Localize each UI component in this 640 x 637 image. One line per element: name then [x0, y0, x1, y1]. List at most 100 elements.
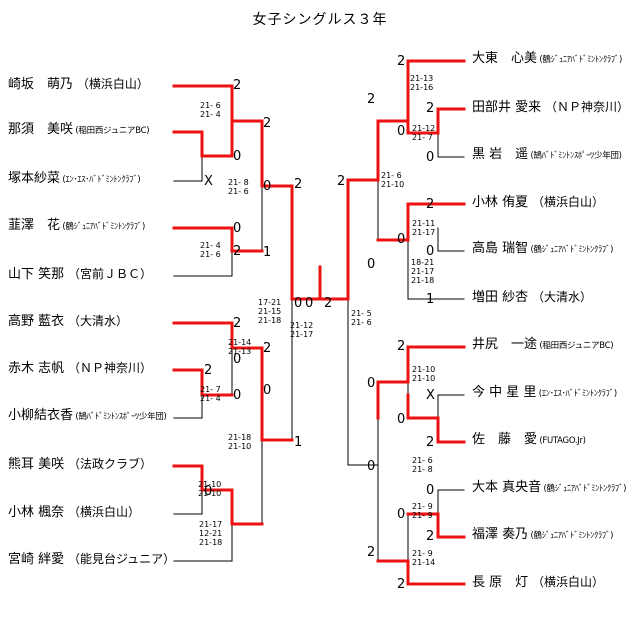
player-club: (鵠ﾊﾞﾄﾞﾐﾝﾄﾝｽﾎﾟｰﾂ少年団) [73, 412, 167, 422]
match-score: 21-10 21-10 [412, 365, 436, 383]
page-title: 女子シングルス３年 [252, 12, 388, 28]
player-name: 熊耳 美咲 [8, 457, 65, 472]
left-player-7: 赤木 志帆 （ＮＰ神奈川） [8, 361, 152, 376]
match-score: 21-12 21-17 [290, 321, 314, 339]
player-club: （宮前ＪＢＣ） [64, 267, 152, 281]
player-club: (ｴﾝ･ｴｽ･ﾊﾞﾄﾞﾐﾝﾄﾝｸﾗﾌﾞ) [60, 175, 141, 185]
player-club: （能見台ジュニア） [64, 552, 176, 566]
player-club: (稲田西ジュニアBC) [537, 341, 614, 351]
game-count: 2 [397, 577, 406, 592]
game-count: 2 [294, 177, 303, 192]
match-score: 21-14 21-13 [228, 338, 252, 356]
game-count: 2 [397, 339, 406, 354]
right-player-8: 今 中 星 里 (ｴﾝ･ｴｽ･ﾊﾞﾄﾞﾐﾝﾄﾝｸﾗﾌﾞ) [472, 386, 617, 401]
match-score: 21- 9 21- 9 [412, 502, 433, 520]
player-club: （ＮＰ神奈川） [541, 100, 629, 114]
right-player-7: 井尻 一途 (稲田西ジュニアBC) [472, 337, 614, 353]
player-name: 大東 心美 [472, 51, 538, 66]
player-name: 佐 藤 愛 [472, 432, 538, 447]
match-score: 21- 8 21- 6 [228, 178, 249, 196]
game-count: X [204, 174, 213, 189]
match-score: 21- 7 21- 4 [200, 385, 221, 403]
player-name: 長 原 灯 [472, 575, 529, 590]
right-player-3: 黒 岩 遥 (鵠ﾊﾞﾄﾞﾐﾝﾄﾝｽﾎﾟｰﾂ少年団) [472, 148, 622, 163]
right-player-9: 佐 藤 愛 (FUTAGO.Jr) [472, 433, 586, 448]
game-count: 0 [397, 507, 406, 522]
match-score: 21- 6 21- 8 [412, 456, 433, 474]
game-count: 2 [426, 529, 435, 544]
player-name: 塚本紗菜 [8, 171, 61, 186]
player-name: 小林 侑夏 [472, 195, 529, 210]
right-player-2: 田部井 愛来 （ＮＰ神奈川） [472, 100, 629, 115]
player-name: 黒 岩 遥 [472, 147, 529, 162]
game-count: 2 [367, 92, 376, 107]
game-count: 0 [367, 376, 376, 391]
game-count: 0 [426, 244, 435, 259]
player-club: （大清水） [64, 314, 128, 328]
player-club: (鶴ｼﾞｭﾆｱﾊﾞﾄﾞﾐﾝﾄﾝｸﾗﾌﾞ) [537, 55, 623, 65]
player-name: 高野 藍衣 [8, 314, 65, 329]
game-count: 0 [204, 484, 213, 499]
player-name: 山下 笑那 [8, 267, 65, 282]
game-count: 0 [233, 149, 242, 164]
player-club: (鶴ｼﾞｭﾆｱﾊﾞﾄﾞﾐﾝﾄﾝｸﾗﾌﾞ) [541, 484, 627, 494]
match-score: 21- 6 21- 4 [200, 101, 221, 119]
game-count: 0 [397, 124, 406, 139]
player-name: 赤木 志帆 [8, 361, 65, 376]
player-name: 福澤 奏乃 [472, 527, 529, 542]
left-player-6: 高野 藍衣 （大清水） [8, 314, 128, 329]
game-count: 0 [367, 459, 376, 474]
player-club: （ＮＰ神奈川） [64, 361, 152, 375]
game-count: 2 [337, 174, 346, 189]
right-player-11: 福澤 奏乃 (鶴ｼﾞｭﾆｱﾊﾞﾄﾞﾐﾝﾄﾝｸﾗﾌﾞ) [472, 528, 613, 543]
left-player-9: 熊耳 美咲 （法政クラブ） [8, 457, 152, 472]
match-score: 18-21 21-17 21-18 [411, 258, 435, 285]
player-club: (FUTAGO.Jr) [537, 436, 586, 446]
game-count: 0 [397, 412, 406, 427]
player-name: 増田 紗杏 [472, 290, 529, 305]
game-count: 2 [324, 296, 333, 311]
player-name: 小柳結衣香 [8, 408, 74, 423]
player-name: 那須 美咲 [8, 122, 74, 137]
game-count: 2 [233, 316, 242, 331]
match-score: 21-18 21-10 [228, 433, 252, 451]
player-club: (稲田西ジュニアBC) [73, 126, 150, 136]
right-player-12: 長 原 灯 （横浜白山） [472, 575, 604, 590]
game-count: X [426, 388, 435, 403]
right-player-5: 高島 瑞智 (鶴ｼﾞｭﾆｱﾊﾞﾄﾞﾐﾝﾄﾝｸﾗﾌﾞ) [472, 242, 613, 257]
player-club: （横浜白山） [528, 575, 604, 589]
match-score: 21- 5 21- 6 [351, 309, 372, 327]
player-club: (鵠ﾊﾞﾄﾞﾐﾝﾄﾝｽﾎﾟｰﾂ少年団) [528, 151, 622, 161]
left-player-4: 韮澤 花 (鶴ｼﾞｭﾆｱﾊﾞﾄﾞﾐﾝﾄﾝｸﾗﾌﾞ) [8, 219, 145, 234]
left-player-10: 小林 楓奈 （横浜白山） [8, 505, 140, 520]
game-count: 2 [263, 116, 272, 131]
game-count: 2 [426, 101, 435, 116]
match-score: 21-11 21-17 [412, 219, 436, 237]
left-player-3: 塚本紗菜 (ｴﾝ･ｴｽ･ﾊﾞﾄﾞﾐﾝﾄﾝｸﾗﾌﾞ) [8, 171, 141, 187]
player-club: (鶴ｼﾞｭﾆｱﾊﾞﾄﾞﾐﾝﾄﾝｸﾗﾌﾞ) [528, 245, 614, 255]
game-count: 2 [204, 363, 213, 378]
left-player-8: 小柳結衣香 (鵠ﾊﾞﾄﾞﾐﾝﾄﾝｽﾎﾟｰﾂ少年団) [8, 409, 167, 424]
game-count: 2 [233, 78, 242, 93]
match-score: 21-10 21-10 [198, 480, 222, 498]
match-score: 21-17 12-21 21-18 [199, 520, 223, 547]
left-player-2: 那須 美咲 (稲田西ジュニアBC) [8, 122, 150, 138]
game-count: 2 [263, 341, 272, 356]
game-count: 0 [263, 179, 272, 194]
left-player-1: 崎坂 萌乃 （横浜白山） [8, 77, 149, 92]
player-club: （大清水） [528, 290, 592, 304]
right-player-10: 大本 真央音 (鶴ｼﾞｭﾆｱﾊﾞﾄﾞﾐﾝﾄﾝｸﾗﾌﾞ) [472, 481, 626, 496]
game-count: 2 [367, 545, 376, 560]
player-name: 井尻 一途 [472, 337, 538, 352]
game-count: 0 [233, 352, 242, 367]
player-club: （横浜白山） [73, 77, 149, 91]
game-count: 2 [426, 435, 435, 450]
player-name: 高島 瑞智 [472, 241, 529, 256]
game-count: 0 [305, 296, 314, 311]
game-count: 1 [426, 292, 435, 307]
player-club: (鶴ｼﾞｭﾆｱﾊﾞﾄﾞﾐﾝﾄﾝｸﾗﾌﾞ) [60, 222, 146, 232]
game-count: 0 [397, 232, 406, 247]
right-player-1: 大東 心美 (鶴ｼﾞｭﾆｱﾊﾞﾄﾞﾐﾝﾄﾝｸﾗﾌﾞ) [472, 52, 622, 67]
match-score: 21-12 21- 7 [412, 124, 436, 142]
